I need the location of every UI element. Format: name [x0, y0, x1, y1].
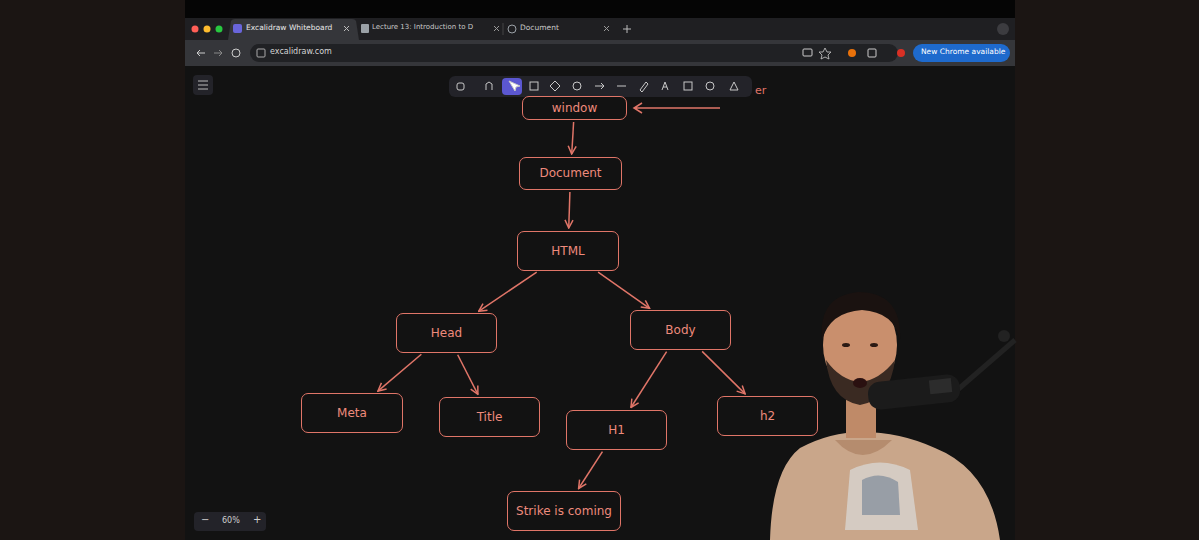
node-label: Strike is coming	[516, 504, 612, 518]
window-button	[204, 26, 211, 33]
bookmark-icon	[819, 48, 831, 59]
url-field	[250, 44, 898, 62]
tab-icon	[508, 25, 516, 33]
tab-close	[344, 26, 349, 31]
tab-title: Document	[520, 23, 559, 32]
new-tab	[623, 25, 631, 33]
node-label: window	[552, 101, 598, 115]
extension-icon	[848, 49, 856, 57]
tab-close	[494, 26, 499, 31]
profile-icon	[897, 49, 905, 57]
tool-icons	[457, 81, 738, 92]
tree-node: Title	[439, 397, 540, 437]
node-label: Head	[431, 326, 462, 340]
tree-node: h2	[717, 396, 818, 436]
tree-node: H1	[566, 410, 667, 450]
node-label: HTML	[551, 244, 584, 258]
url-text: excalidraw.com	[270, 47, 332, 57]
zoom-out: −	[201, 514, 209, 526]
cast-icon	[803, 49, 812, 56]
presenter-figure	[770, 292, 1015, 540]
tree-node: HTML	[517, 231, 619, 271]
reload-button	[232, 49, 240, 57]
window-button	[192, 26, 199, 33]
address-bar	[185, 40, 1015, 66]
tab-title: Excalidraw Whiteboard	[246, 23, 332, 32]
leader-arrow	[634, 103, 720, 113]
tree-connector	[702, 351, 745, 393]
tree-connector	[378, 354, 421, 391]
tree-connector	[479, 272, 537, 311]
tab-bar	[185, 18, 1015, 40]
extension-icon	[868, 49, 876, 57]
tree-node: Strike is coming	[507, 491, 621, 531]
note-text: er	[755, 84, 766, 97]
node-label: h2	[760, 409, 775, 423]
toolbar	[449, 76, 752, 97]
tree-connector	[572, 122, 574, 154]
tab-icon	[361, 24, 369, 33]
node-label: Meta	[337, 406, 367, 420]
top-strip	[185, 0, 1015, 18]
active-tab	[228, 19, 359, 40]
selected-tool	[502, 78, 522, 95]
tree-connector	[579, 452, 603, 489]
window-button	[216, 26, 223, 33]
menu-icon	[198, 81, 208, 89]
tab-menu	[997, 23, 1009, 35]
tree-connector	[631, 352, 667, 408]
canvas	[185, 66, 1015, 540]
tree-connector	[569, 192, 570, 228]
forward-button	[214, 50, 222, 56]
zoom-in: +	[253, 514, 261, 526]
back-button	[197, 50, 205, 56]
zoom-level: 60%	[222, 516, 240, 526]
tree-node: Meta	[301, 393, 403, 433]
update-button-text: New Chrome available	[921, 47, 1005, 56]
node-label: Body	[665, 323, 695, 337]
tab-icon	[233, 24, 242, 33]
site-icon	[257, 49, 265, 57]
tree-node: window	[522, 96, 627, 120]
tree-node: Document	[519, 157, 622, 190]
tree-node: Body	[630, 310, 731, 350]
node-label: Title	[477, 410, 503, 424]
tree-connector	[598, 272, 649, 308]
tab-divider	[503, 23, 504, 35]
update-pill	[913, 44, 1010, 62]
node-label: Document	[539, 166, 601, 180]
menu-button	[193, 75, 213, 95]
tree-node: Head	[396, 313, 497, 353]
tab-title: Lecture 13: Introduction to D	[372, 23, 473, 31]
tab-close	[604, 26, 609, 31]
tree-connector	[458, 355, 478, 395]
zoom-control	[194, 512, 266, 531]
node-label: H1	[608, 423, 625, 437]
